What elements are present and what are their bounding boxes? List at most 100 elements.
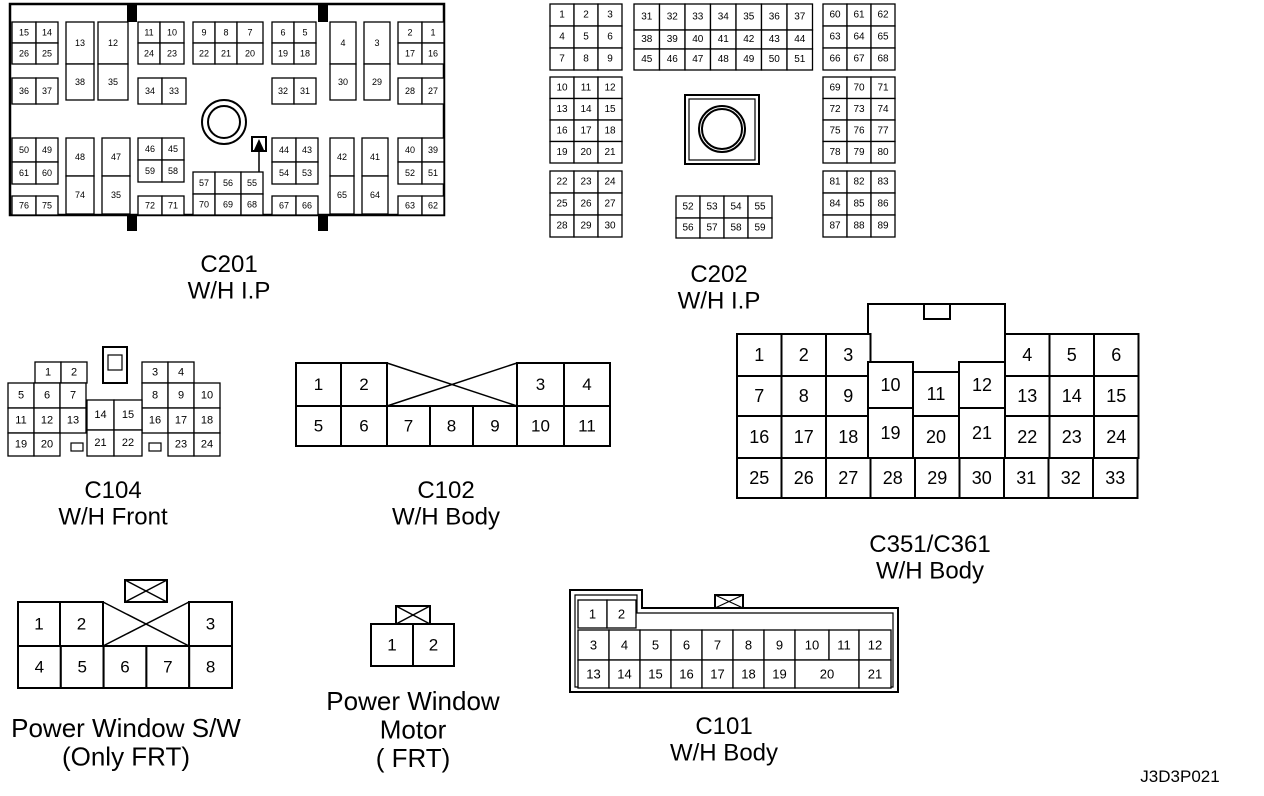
pin-number: 15	[19, 28, 29, 38]
pin-53: 53	[295, 161, 319, 185]
pin-31: 31	[633, 3, 661, 31]
pin-17: 17	[397, 42, 423, 65]
pin-number: 64	[370, 190, 380, 200]
pin-2: 2	[573, 3, 599, 27]
pin-33: 33	[684, 3, 712, 31]
pin-number: 8	[583, 54, 589, 65]
pin-61: 61	[846, 3, 872, 27]
pin-number: 19	[278, 49, 288, 59]
pin-number: 4	[559, 32, 565, 43]
pin-14: 14	[1048, 375, 1095, 417]
pin-15: 15	[11, 21, 37, 44]
pin-9: 9	[597, 47, 623, 71]
pin-47: 47	[101, 137, 131, 177]
pin-number: 5	[583, 32, 589, 43]
pin-number: 26	[19, 49, 29, 59]
pin-10: 10	[193, 382, 221, 409]
pin-70: 70	[846, 76, 872, 100]
pin-number: 18	[604, 125, 616, 136]
connector-name: C351/C361	[869, 531, 990, 558]
pin-19: 19	[549, 140, 575, 164]
pin-number: 85	[853, 199, 865, 210]
pin-9: 9	[192, 21, 216, 44]
pin-54: 54	[271, 161, 297, 185]
pin-number: 2	[407, 28, 412, 38]
pin-12: 12	[97, 21, 129, 65]
pin-6: 6	[340, 405, 388, 447]
pin-7: 7	[59, 382, 87, 409]
pin-number: 14	[94, 409, 106, 421]
pin-7: 7	[701, 629, 734, 661]
pin-number: 66	[302, 201, 312, 211]
pin-number: 26	[794, 468, 814, 488]
pin-9: 9	[825, 375, 872, 417]
pin-25: 25	[736, 457, 783, 499]
pin-14: 14	[608, 659, 641, 689]
pin-number: 2	[77, 615, 86, 634]
connector-name: C101	[695, 713, 752, 740]
pin-number: 84	[829, 199, 841, 210]
pin-number: 35	[743, 12, 755, 23]
pin-72: 72	[137, 195, 163, 216]
pin-number: 71	[877, 82, 889, 93]
pin-number: 17	[175, 415, 187, 427]
pin-36: 36	[760, 3, 788, 31]
pin-76: 76	[11, 195, 37, 216]
pin-number: 78	[829, 147, 841, 158]
pin-number: 5	[18, 390, 24, 402]
pin-number: 21	[94, 437, 106, 449]
pin-number: 45	[641, 54, 653, 65]
pin-5: 5	[295, 405, 342, 447]
connector-name: Power Window	[326, 686, 500, 716]
pin-62: 62	[870, 3, 896, 27]
connector-desc: W/H I.P	[188, 277, 271, 304]
pin-55: 55	[747, 195, 773, 219]
pin-number: 12	[604, 82, 616, 93]
pin-89: 89	[870, 214, 896, 238]
pin-number: 6	[280, 28, 285, 38]
pin-number: 20	[41, 439, 53, 451]
pin-15: 15	[1093, 375, 1140, 417]
pin-1: 1	[295, 362, 342, 407]
pin-number: 23	[175, 439, 187, 451]
pin-35: 35	[97, 63, 129, 101]
pin-1: 1	[549, 3, 575, 27]
pin-number: 9	[201, 28, 206, 38]
pin-number: 7	[247, 28, 252, 38]
pin-8: 8	[141, 382, 169, 409]
pin-number: 27	[838, 468, 858, 488]
pin-43: 43	[295, 137, 319, 163]
connector-name: C104	[84, 477, 141, 504]
pin-30: 30	[958, 457, 1005, 499]
pin-20: 20	[573, 140, 599, 164]
pin-38: 38	[633, 29, 661, 50]
pin-number: 65	[337, 190, 347, 200]
pin-13: 13	[577, 659, 610, 689]
pin-number: 32	[278, 86, 288, 96]
pin-80: 80	[870, 140, 896, 164]
pin-2: 2	[340, 362, 388, 407]
pin-number: 23	[167, 49, 177, 59]
pin-20: 20	[794, 659, 860, 689]
pin-22: 22	[1004, 415, 1051, 459]
pin-number: 8	[745, 638, 752, 653]
pin-number: 80	[877, 147, 889, 158]
pin-number: 5	[77, 658, 86, 677]
pin-16: 16	[736, 415, 783, 459]
pin-number: 42	[337, 152, 347, 162]
pin-number: 11	[144, 28, 153, 38]
pin-number: 36	[769, 12, 781, 23]
pin-number: 76	[853, 125, 865, 136]
pin-number: 10	[805, 638, 819, 653]
pin-10: 10	[516, 405, 565, 447]
pin-84: 84	[822, 192, 848, 216]
pin-41: 41	[709, 29, 737, 50]
pin-47: 47	[684, 48, 712, 71]
pin-number: 20	[245, 49, 255, 59]
pin-number: 23	[580, 177, 592, 188]
pin-number: 19	[772, 667, 786, 682]
pin-number: 5	[1067, 345, 1077, 365]
pin-number: 55	[247, 178, 257, 188]
pin-number: 1	[45, 367, 51, 379]
pin-number: 28	[883, 468, 903, 488]
